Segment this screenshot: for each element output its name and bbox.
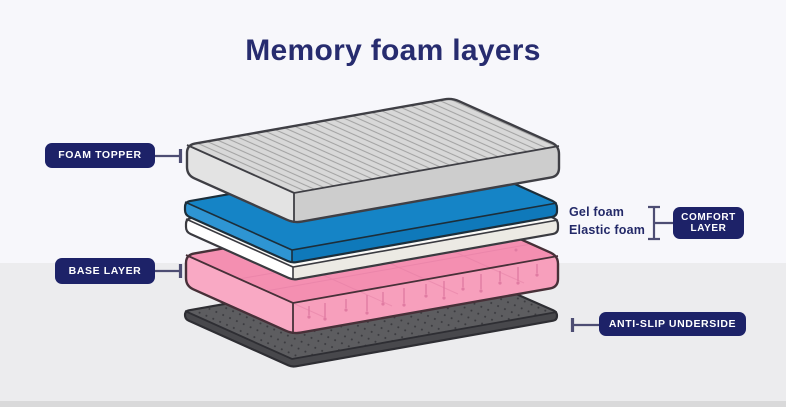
comfort-layer-label-line1: COMFORT (681, 211, 736, 223)
base-layer-label-text: BASE LAYER (68, 264, 142, 277)
comfort-layer-label-line2: LAYER (690, 223, 727, 234)
anti-slip-underside-label: ANTI-SLIP UNDERSIDE (599, 312, 746, 336)
gel-foam-annotation: Gel foam (569, 205, 625, 219)
base-layer-label: BASE LAYER (55, 258, 155, 284)
comfort-layer-label: COMFORT LAYER (673, 207, 744, 239)
background-bottom-strip (0, 401, 786, 407)
page-title: Memory foam layers (245, 34, 541, 67)
foam-topper-label-text: FOAM TOPPER (58, 149, 142, 162)
anti-slip-underside-label-text: ANTI-SLIP UNDERSIDE (608, 317, 737, 330)
comfort-layer-bracket (648, 205, 673, 241)
layer-foam-topper (185, 97, 561, 224)
elastic-foam-annotation: Elastic foam (569, 223, 646, 237)
foam-topper-label: FOAM TOPPER (45, 143, 155, 168)
tuft-pins (307, 264, 539, 321)
leader-lines (155, 149, 673, 332)
